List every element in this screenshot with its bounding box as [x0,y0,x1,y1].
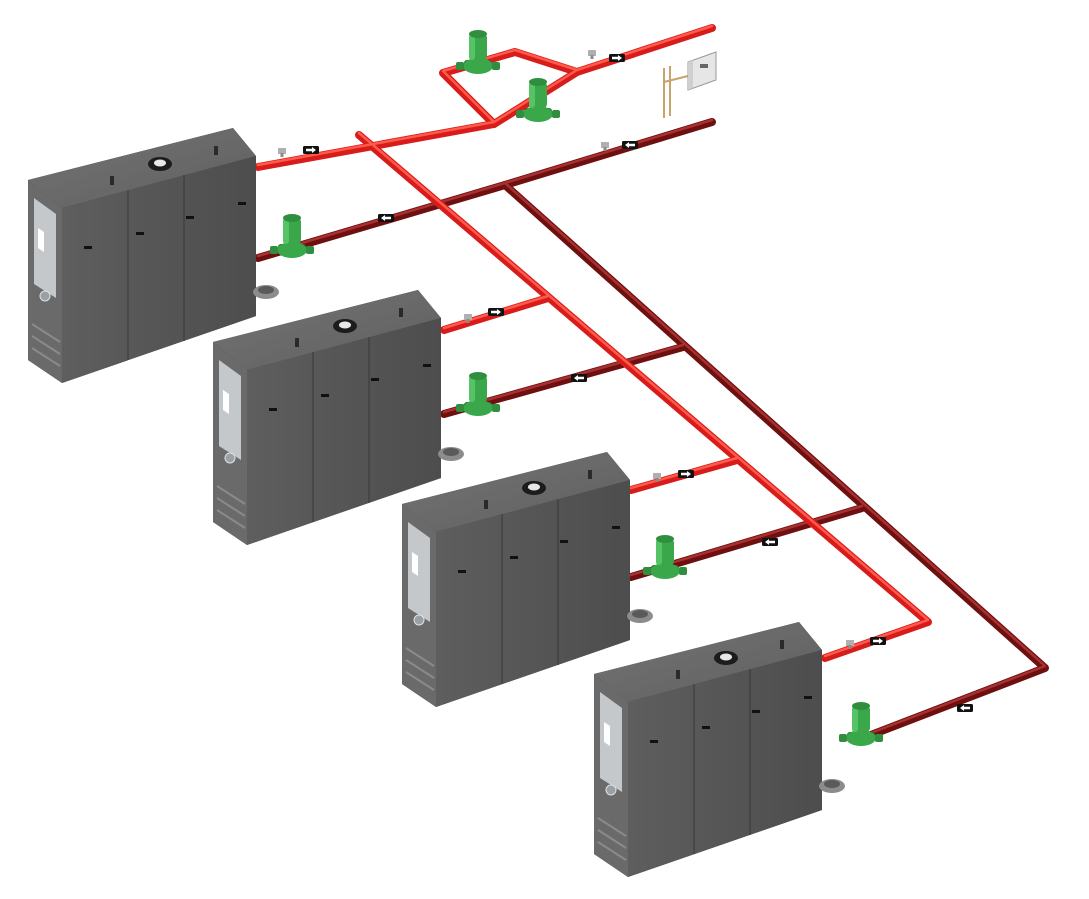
flow-arrow-icon [678,470,694,478]
boiler-icon [593,621,846,878]
flow-arrow-icon [488,308,504,316]
flow-arrow-icon [957,704,973,712]
boiler-pump-icon [643,535,687,579]
temperature-sensor-icon [588,50,596,59]
flow-arrow-icon [571,374,587,382]
system-pump-icon [456,30,500,74]
return-piping [254,118,1049,744]
flow-arrow-icon [762,538,778,546]
return-main-header [501,118,1049,744]
flow-arrow-icon [622,141,638,149]
control-box-icon [663,51,717,118]
flow-arrow-icon [378,214,394,222]
boiler-pump-icon [270,214,314,258]
temperature-sensor-icon [278,148,286,157]
flow-arrow-icon [303,146,319,154]
boiler-pump-icon [456,372,500,416]
boiler-pump-icon [839,702,883,746]
flow-arrow-icon [870,637,886,645]
flow-arrow-icon [609,54,625,62]
